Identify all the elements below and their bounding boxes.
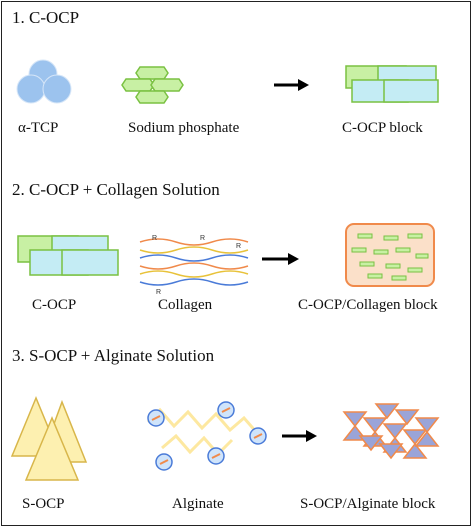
s-ocp-alginate-block-icon [342,403,440,460]
sodium-phosphate-crystals [121,66,184,104]
c-ocp-label: C-OCP [32,297,77,313]
alpha-tcp-label: α-TCP [18,120,59,136]
sodium-phosphate-label: Sodium phosphate [128,120,240,136]
arrow-right-icon [262,253,299,265]
collagen-marker-2: R [200,235,205,242]
alpha-tcp-particles [16,59,72,104]
s-ocp-label: S-OCP [22,496,65,512]
s-ocp-triangles [10,396,88,481]
c-ocp-plates [17,235,119,276]
section-3-heading: 3. S-OCP + Alginate Solution [12,346,215,365]
arrow-right-icon [282,430,317,442]
c-ocp-block-icon [345,65,439,103]
alginate-chain [146,401,267,471]
collagen-fibers [139,238,249,286]
c-ocp-collagen-block-icon [345,223,435,287]
arrow-right-icon [274,79,309,91]
collagen-marker-3: R [236,243,241,250]
c-ocp-collagen-block-label: C-OCP/Collagen block [298,297,438,313]
s-ocp-alginate-block-label: S-OCP/Alginate block [300,496,436,512]
section-2-heading: 2. C-OCP + Collagen Solution [12,180,220,199]
c-ocp-block-label: C-OCP block [342,120,423,136]
collagen-label: Collagen [158,297,213,313]
collagen-marker-4: R [156,289,161,296]
alginate-label: Alginate [172,496,224,512]
section-1-heading: 1. C-OCP [12,8,80,27]
collagen-marker-1: R [152,235,157,242]
